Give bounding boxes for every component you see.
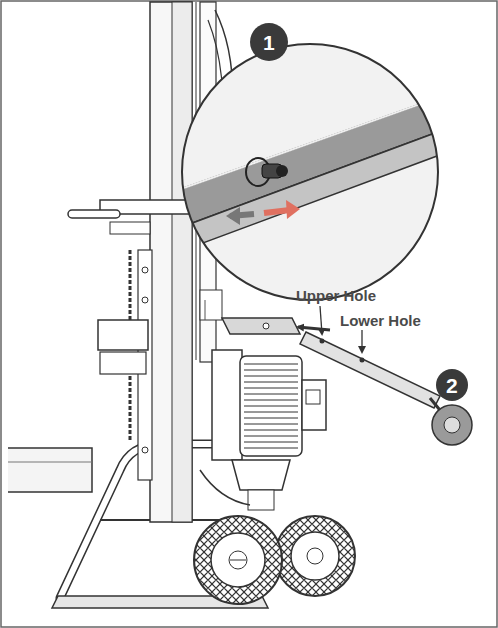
- motor-fin: [244, 436, 298, 437]
- motor-fin: [244, 388, 298, 389]
- motor-fin: [244, 418, 298, 419]
- part-label: Upper Hole: [296, 288, 376, 303]
- motor-fin: [244, 376, 298, 377]
- motor-fin: [244, 382, 298, 383]
- part-label: Lower Hole: [340, 313, 421, 328]
- motor-fin: [244, 412, 298, 413]
- motor-fin: [244, 442, 298, 443]
- motor-fin: [244, 424, 298, 425]
- motor-fin: [244, 400, 298, 401]
- motor-fin: [244, 406, 298, 407]
- motor-fin: [244, 364, 298, 365]
- callout-number: 2: [446, 375, 458, 396]
- motor-fin: [244, 430, 298, 431]
- motor-fin: [244, 370, 298, 371]
- callout-number: 1: [263, 32, 275, 53]
- motor-fin: [244, 448, 298, 449]
- motor-fin: [244, 394, 298, 395]
